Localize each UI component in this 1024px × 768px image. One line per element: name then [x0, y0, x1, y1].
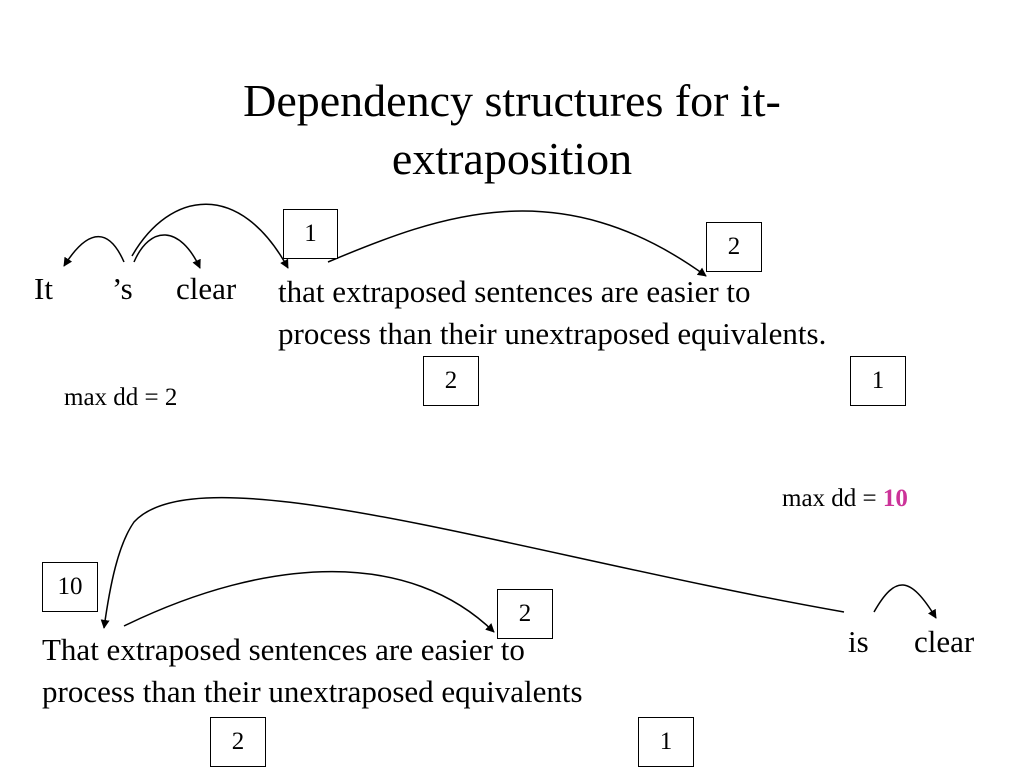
arc-s-to-it	[63, 236, 125, 267]
arc-s-to-clear	[133, 234, 201, 269]
example2-box-far: 10	[42, 562, 98, 612]
example1-box-lower-right: 1	[850, 356, 906, 406]
example1-sentence: that extraposed sentences are easier to …	[278, 271, 826, 355]
arc-s-to-that	[131, 203, 289, 269]
example1-box-upper-right: 2	[706, 222, 762, 272]
example1-max-dd: max dd = 2	[64, 384, 178, 411]
example1-sentence-line-1: that extraposed sentences are easier to	[278, 274, 751, 309]
arc-that-to-are	[327, 210, 707, 277]
slide-title: Dependency structures for it- extraposit…	[0, 72, 1024, 188]
example2-box-lower-right: 1	[638, 717, 694, 767]
word-clear-2: clear	[914, 624, 975, 659]
arc-is-to-clear	[873, 584, 937, 619]
title-line-1: Dependency structures for it-	[243, 75, 781, 126]
example2-max-dd: max dd = 10	[782, 484, 908, 514]
word-clear: clear	[176, 271, 237, 306]
example2-sentence-line-2: process than their unextraposed equivale…	[42, 674, 583, 709]
word-it: It	[34, 271, 53, 306]
example1-box-lower-left: 2	[423, 356, 479, 406]
example2-box-upper: 2	[497, 589, 553, 639]
example2-box-lower-left: 2	[210, 717, 266, 767]
arc-that-to-are-2	[123, 570, 495, 633]
title-line-2: extraposition	[391, 133, 633, 184]
example1-sentence-line-2: process than their unextraposed equivale…	[278, 316, 827, 351]
example2-sentence: That extraposed sentences are easier to …	[42, 629, 583, 713]
example1-box-upper-left: 1	[283, 209, 338, 259]
example2-max-dd-value: 10	[882, 485, 908, 512]
example2-max-dd-prefix: max dd =	[782, 485, 883, 512]
word-is-contracted: ’s	[112, 271, 133, 306]
word-is: is	[848, 624, 869, 659]
example2-sentence-line-1: That extraposed sentences are easier to	[42, 632, 525, 667]
arc-is-to-that	[100, 496, 845, 629]
